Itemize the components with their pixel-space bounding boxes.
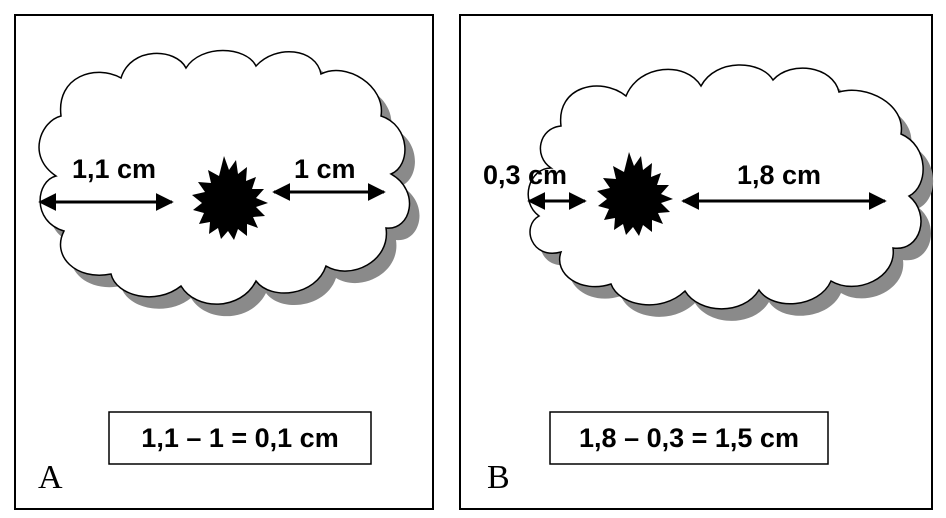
- lesion-icon: [597, 152, 673, 236]
- equation-text: 1,1 – 1 = 0,1 cm: [141, 423, 338, 453]
- left-distance-label: 1,1 cm: [72, 154, 156, 184]
- equation-box: [549, 411, 829, 465]
- panel-b-diagram: 0,3 cm 1,8 cm 1,8 – 0,3 = 1,5 cm B: [483, 64, 934, 496]
- cloud: [527, 64, 924, 310]
- right-distance-label: 1 cm: [294, 154, 356, 184]
- lesion-icon: [192, 156, 268, 240]
- equation-box: [108, 411, 372, 465]
- equation-text: 1,8 – 0,3 = 1,5 cm: [579, 423, 799, 453]
- panel-label: B: [487, 459, 510, 496]
- left-distance-label: 0,3 cm: [483, 160, 567, 190]
- panel-a: 1,1 cm 1 cm 1,1 – 1 = 0,1 cm A: [14, 14, 434, 510]
- panel-b: 0,3 cm 1,8 cm 1,8 – 0,3 = 1,5 cm B: [459, 14, 934, 510]
- right-distance-label: 1,8 cm: [737, 160, 821, 190]
- panel-label: A: [38, 459, 63, 496]
- panel-a-diagram: 1,1 cm 1 cm 1,1 – 1 = 0,1 cm A: [38, 49, 420, 496]
